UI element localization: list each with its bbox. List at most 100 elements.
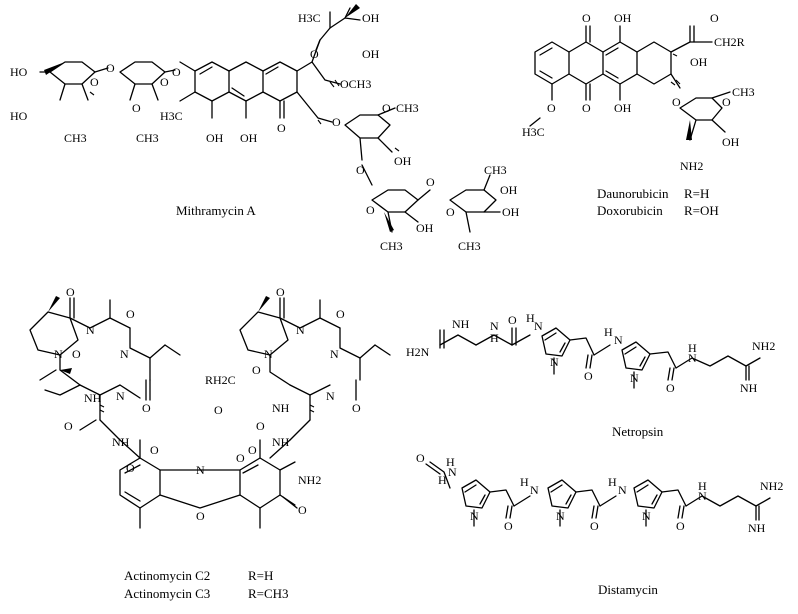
atom-label: H [526,311,535,325]
atom-label: N [534,319,543,333]
atom-label: NH [112,435,130,449]
atom-label: O [66,285,75,299]
atom-label: H [688,341,697,355]
atom-label: OH [394,154,412,168]
atom-label: O [142,401,151,415]
atom-label: CH3 [396,101,419,115]
atom-label: N [86,323,95,337]
atom-label: O [332,115,341,129]
atom-label: NH2 [760,479,783,493]
compound-caption: Actinomycin C2 [124,568,210,583]
atom-label: N [54,347,63,361]
atom-label: N [642,509,651,523]
atom-label: O [256,419,265,433]
atom-label: CH3 [136,131,159,145]
compound-r-group: R=CH3 [248,586,289,601]
atom-label: N [698,489,707,503]
atom-label: O [132,101,141,115]
atom-label: NH [84,391,102,405]
atom-label: O [236,451,245,465]
atom-label: O [150,443,159,457]
atom-label: H [698,479,707,493]
atom-label: N [618,483,627,497]
atom-label: H3C [522,125,545,139]
atom-label: H [446,455,455,469]
atom-label: O [172,65,181,79]
atom-label: OH [614,101,632,115]
atom-label: OH [500,183,518,197]
atom-label: N [630,371,639,385]
atom-label: N [688,351,697,365]
atom-label: NH [272,401,290,415]
atom-label: HO [10,109,28,123]
netropsin-structure: NH H2N N H O N H N O N H N O N H NH2 NH … [406,311,775,439]
atom-label: HO [10,65,28,79]
atom-label: O [160,75,169,89]
mithramycin-structure: H3C OH OH O OCH3 HO O O HO CH3 O O O CH3… [10,4,520,253]
compound-r-group: R=H [248,568,273,583]
compound-caption: Daunorubicin [597,186,669,201]
atom-label: O [277,121,286,135]
atom-label: O [446,205,455,219]
atom-label: OH [690,55,708,69]
atom-label: N [330,347,339,361]
atom-label: O [214,403,223,417]
atom-label: OH [240,131,258,145]
atom-label: O [90,75,99,89]
atom-label: O [64,419,73,433]
atom-label: O [676,519,685,533]
atom-label: CH3 [732,85,755,99]
compound-caption: Actinomycin C3 [124,586,210,601]
atom-label: O [366,203,375,217]
atom-label: OH [614,11,632,25]
atom-label: NH [748,521,766,535]
compound-r-group: R=H [684,186,709,201]
atom-label: O [426,175,435,189]
atom-label: H3C [298,11,321,25]
atom-label: N [120,347,129,361]
atom-label: OH [722,135,740,149]
compound-caption: Netropsin [612,424,664,439]
atom-label: CH3 [484,163,507,177]
atom-label: N [470,509,479,523]
atom-label: H [438,473,447,487]
atom-label: NH2 [752,339,775,353]
atom-label: N [490,319,499,333]
atom-label: NH [452,317,470,331]
atom-label: N [448,465,457,479]
atom-label: O [252,363,261,377]
atom-label: O [196,509,205,523]
atom-label: H [608,475,617,489]
atom-label: OH [362,47,380,61]
atom-label: O [416,451,425,465]
atom-label: O [382,101,391,115]
atom-label: H2N [406,345,430,359]
atom-label: N [530,483,539,497]
atom-label: O [666,381,675,395]
atom-label: CH3 [380,239,403,253]
atom-label: N [296,323,305,337]
atom-label: NH2 [680,159,703,173]
atom-label: OH [416,221,434,235]
atom-label: O [72,347,81,361]
atom-label: O [710,11,719,25]
atom-label: O [310,47,319,61]
compound-caption: Distamycin [598,582,658,597]
atom-label: O [582,11,591,25]
atom-label: RH2C [205,373,236,387]
atom-label: OCH3 [340,77,371,91]
atom-label: N [326,389,335,403]
atom-label: N [264,347,273,361]
compound-r-group: R=OH [684,203,719,218]
atom-label: NH2 [298,473,321,487]
atom-label: O [352,401,361,415]
atom-label: O [248,443,257,457]
atom-label: O [722,95,731,109]
atom-label: NH [740,381,758,395]
daunorubicin-structure: O OH O CH2R OH O O OH H3C O O CH3 NH2 OH… [522,11,755,218]
atom-label: O [336,307,345,321]
atom-label: H3C [160,109,183,123]
atom-label: H [490,331,499,345]
atom-label: OH [362,11,380,25]
